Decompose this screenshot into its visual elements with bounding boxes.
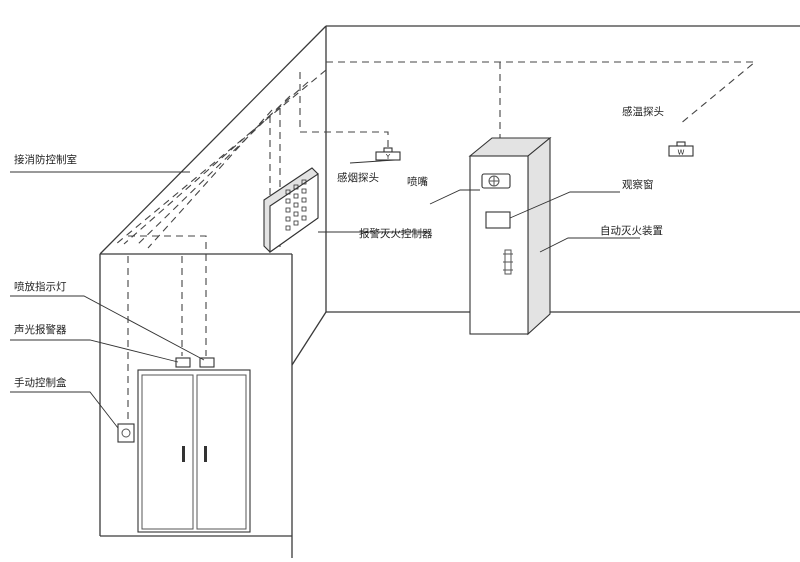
label-control-room: 接消防控制室 <box>14 153 77 166</box>
heat-detector-mark: W <box>678 149 685 157</box>
leader-lines <box>10 159 640 429</box>
observation-window-rect <box>485 211 511 229</box>
label-nozzle: 喷嘴 <box>407 176 428 188</box>
label-manual-control-box: 手动控制盒 <box>14 376 67 389</box>
spray-indicator-device <box>199 357 215 368</box>
heat-detector-device: W <box>668 141 694 157</box>
smoke-detector-device: Y <box>375 147 401 161</box>
label-alarm-controller: 报警灭火控制器 <box>359 227 433 240</box>
label-spray-indicator: 喷放指示灯 <box>14 280 67 293</box>
sound-light-alarm-device <box>175 357 191 368</box>
room-walls <box>99 25 800 558</box>
label-observation-window: 观察窗 <box>622 178 654 191</box>
ceiling-diagonal-edge <box>99 25 327 255</box>
label-auto-extinguisher: 自动灭火装置 <box>600 224 663 237</box>
manual-control-box-device <box>117 423 135 443</box>
label-smoke-detector: 感烟探头 <box>337 171 379 184</box>
auto-extinguisher-cabinet <box>468 136 552 336</box>
label-heat-detector: 感温探头 <box>622 105 664 118</box>
smoke-detector-mark: Y <box>385 153 391 161</box>
alarm-controller-device <box>263 167 319 254</box>
floor-diagonal-edge <box>291 311 327 366</box>
label-sound-light-alarm: 声光报警器 <box>14 323 67 336</box>
double-door <box>137 369 251 533</box>
